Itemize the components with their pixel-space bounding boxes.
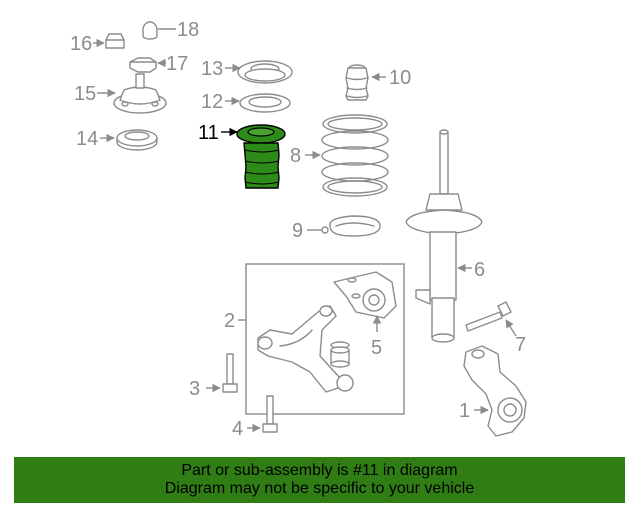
part-8-coil-spring[interactable] <box>321 114 389 197</box>
part-1-knuckle[interactable] <box>463 345 527 437</box>
info-banner: Part or sub-assembly is #11 in diagram D… <box>14 457 625 503</box>
part-6-strut[interactable] <box>405 129 483 343</box>
callout-14: 14 <box>76 128 98 150</box>
part-11-dust-boot[interactable] <box>236 124 286 189</box>
callout-10: 10 <box>389 67 411 89</box>
part-16-nut[interactable] <box>105 33 125 49</box>
callout-16: 16 <box>70 33 92 55</box>
part-2-group-box <box>245 263 405 415</box>
part-13-upper-spring-seat[interactable] <box>237 60 293 84</box>
part-18-cap-nut[interactable] <box>142 21 158 40</box>
part-2-lower-control-arm[interactable] <box>257 305 354 393</box>
part-9-lower-insulator[interactable] <box>329 215 381 237</box>
part-bushing-small[interactable] <box>330 341 350 368</box>
callout-9: 9 <box>292 220 303 242</box>
callout-2[interactable]: 2 <box>224 310 235 332</box>
part-10-bump-stop[interactable] <box>345 64 369 101</box>
callout-8: 8 <box>290 145 301 167</box>
callout-7: 7 <box>515 334 526 356</box>
part-4-bolt[interactable] <box>262 395 278 433</box>
callout-12: 12 <box>201 91 223 113</box>
part-7-bolt[interactable] <box>465 301 512 332</box>
part-3-bolt[interactable] <box>222 353 238 393</box>
part-12-spring-insulator[interactable] <box>239 93 291 113</box>
part-5-bushing-bracket[interactable] <box>333 271 397 319</box>
callout-1: 1 <box>459 400 470 422</box>
callout-11: 11 <box>198 122 219 144</box>
callout-18: 18 <box>177 19 199 41</box>
callout-6: 6 <box>474 259 485 281</box>
callout-4: 4 <box>232 418 243 440</box>
banner-line-1: Part or sub-assembly is #11 in diagram <box>181 462 458 479</box>
banner-line-2: Diagram may not be specific to your vehi… <box>164 480 475 497</box>
callout-5: 5 <box>371 337 382 359</box>
callout-15: 15 <box>74 83 96 105</box>
part-17-nut[interactable] <box>129 57 157 73</box>
callout-13: 13 <box>201 58 223 80</box>
callout-3: 3 <box>189 378 200 400</box>
part-15-strut-mount[interactable] <box>113 73 167 114</box>
part-14-bearing[interactable] <box>116 129 158 151</box>
callout-17: 17 <box>166 53 188 75</box>
